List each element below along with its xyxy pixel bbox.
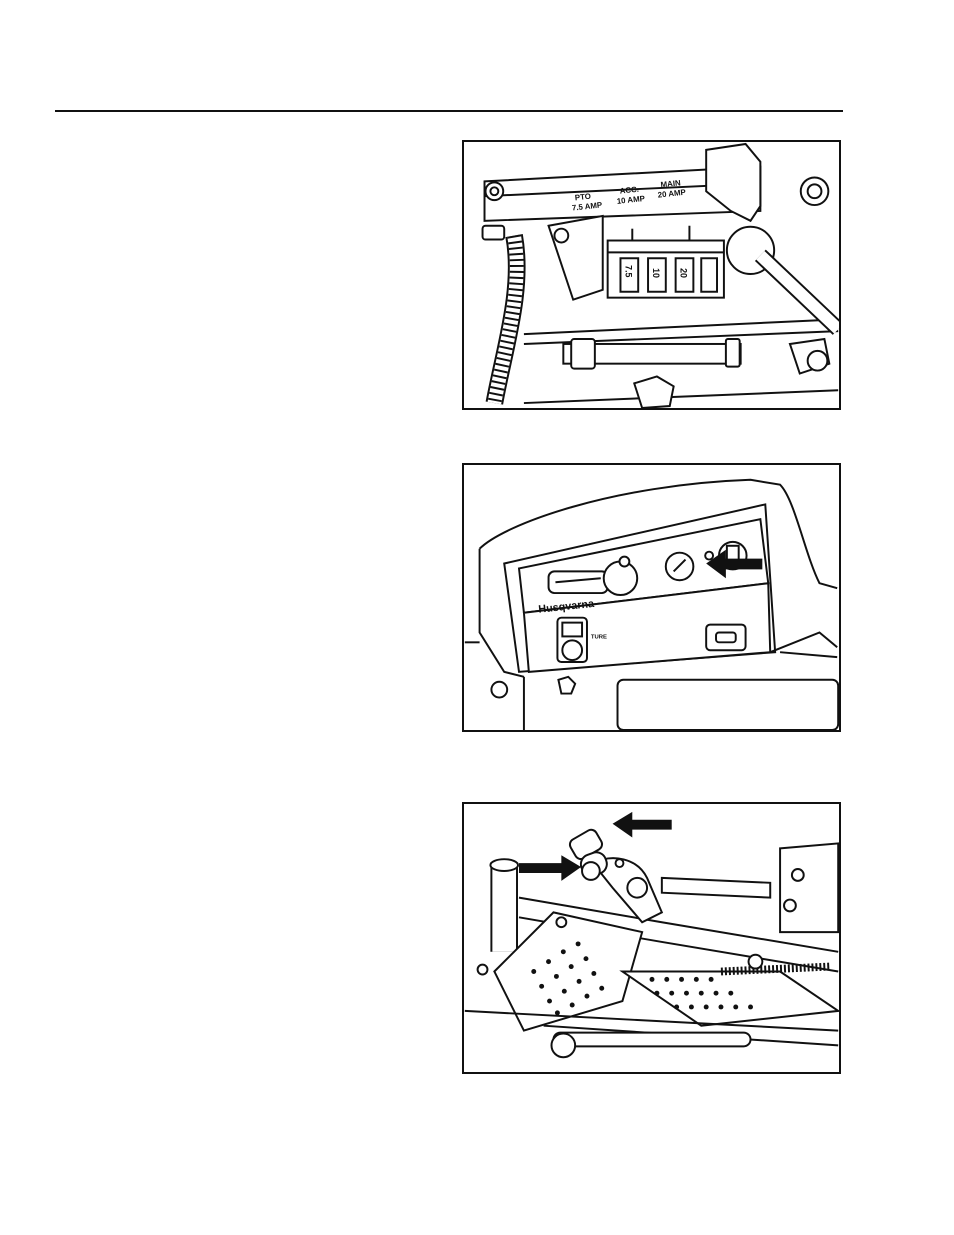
fuse-label-pto: PTO <box>574 192 591 203</box>
figure-dash-panel: Husqvarna TURE <box>462 463 841 732</box>
fuse-value-2: 10 <box>651 268 661 278</box>
header-rule <box>55 110 843 112</box>
fuse-block-illustration: PTO 7.5 AMP ACC. 10 AMP MAIN 20 AMP 7.5 … <box>464 142 839 408</box>
fuse-value-1: 7.5 <box>623 265 633 277</box>
choke-label: TURE <box>591 634 607 640</box>
levers-illustration <box>464 804 839 1072</box>
pointer-arrow-upper-icon <box>613 812 672 838</box>
fuse-value-3: 20 <box>679 268 689 278</box>
pointer-arrow-lower-icon <box>519 855 581 881</box>
dash-panel-illustration: Husqvarna TURE <box>464 465 839 730</box>
figure-levers <box>462 802 841 1074</box>
figure-fuse-block: PTO 7.5 AMP ACC. 10 AMP MAIN 20 AMP 7.5 … <box>462 140 841 410</box>
